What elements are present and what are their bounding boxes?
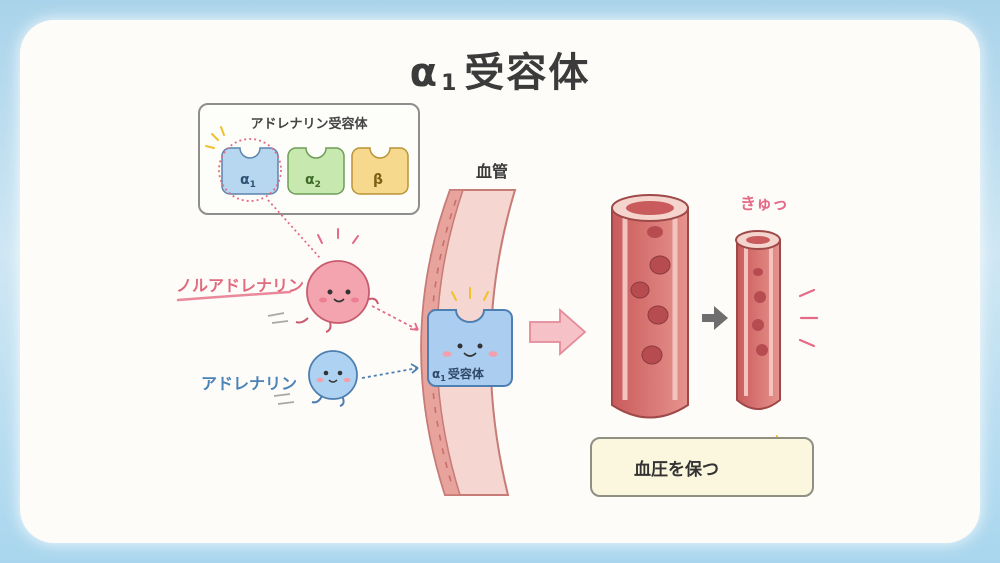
vessel-wide	[611, 194, 689, 419]
adrenaline-binding-arrow	[410, 363, 419, 374]
alpha1-highlight-circle	[218, 138, 282, 202]
legend-alpha2-label: α2	[305, 172, 321, 190]
legend-alpha1-label: α1	[240, 172, 256, 190]
adrenaline-label: アドレナリン	[201, 374, 298, 393]
vessel-narrow	[735, 230, 781, 410]
blood-vessel-label: 血管	[476, 162, 509, 181]
legend-beta-label: β	[373, 172, 383, 188]
adrenaline-character	[273, 350, 358, 407]
blood-pressure-result-box: 血圧を保つ	[590, 437, 814, 497]
noradrenaline-label: ノルアドレナリン	[176, 276, 305, 295]
squeeze-marks	[798, 288, 819, 348]
title-subscript: 1	[441, 71, 459, 96]
blood-pressure-text: 血圧を保つ	[634, 460, 719, 480]
right-arrow-icon-small	[702, 306, 728, 330]
legend-connector	[267, 199, 321, 259]
legend-receptor-beta: β	[351, 147, 409, 195]
right-arrow-icon	[529, 308, 587, 356]
noradrenaline-binding-arrow	[409, 322, 419, 331]
legend-receptor-alpha2: α2	[287, 147, 345, 195]
noradrenaline-character	[267, 228, 379, 333]
legend-title: アドレナリン受容体	[250, 117, 368, 132]
highlight-sparkle	[205, 126, 225, 149]
constriction-label: きゅっ	[740, 194, 789, 213]
noradrenaline-underline	[176, 290, 292, 302]
legend-receptor-alpha1: α1	[221, 147, 279, 195]
title-greek: α	[409, 50, 440, 96]
title-suffix: 受容体	[464, 50, 591, 96]
